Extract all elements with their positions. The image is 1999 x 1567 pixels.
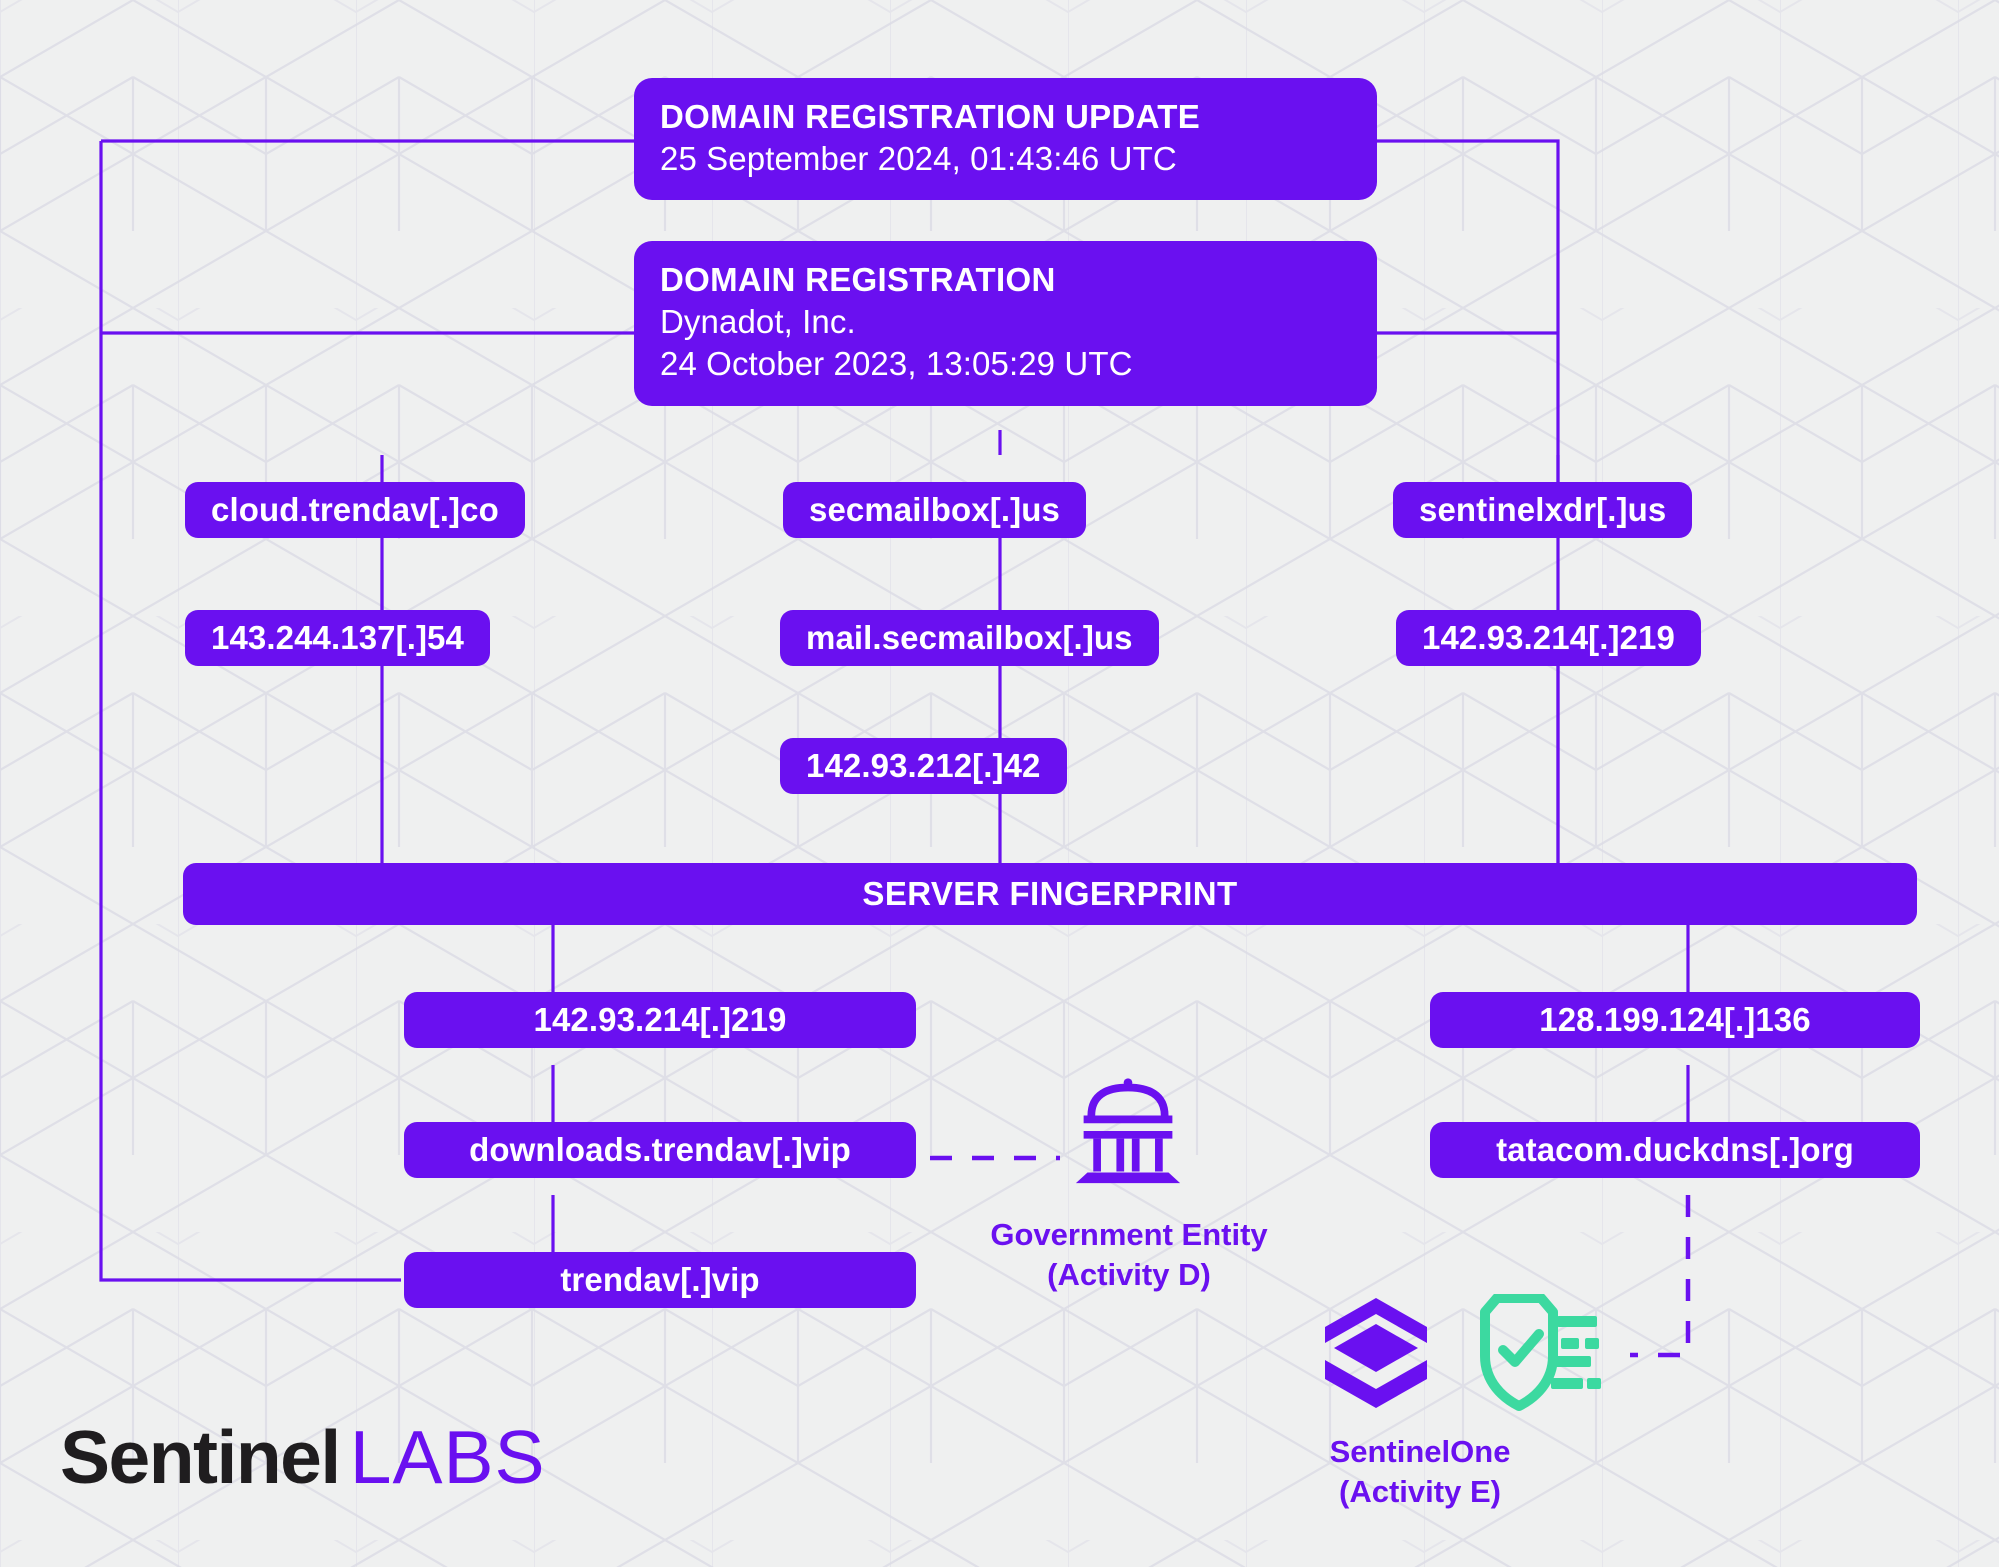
server-fingerprint-banner: SERVER FINGERPRINT [183,863,1917,925]
registration-update-timestamp: 25 September 2024, 01:43:46 UTC [660,140,1177,178]
node-sentinelxdr: sentinelxdr[.]us [1393,482,1693,538]
node-ip-143-label: 143.244.137[.]54 [211,619,464,656]
domain-registration-update-box: DOMAIN REGISTRATION UPDATE 25 September … [634,78,1377,201]
node-ip-128-199-label: 128.199.124[.]136 [1539,1001,1811,1038]
node-mail-secmailbox: mail.secmailbox[.]us [780,610,1159,666]
registration-timestamp: 24 October 2023, 13:05:29 UTC [660,345,1133,383]
node-cloud-trendav: cloud.trendav[.]co [185,482,525,538]
node-ip-142-214-top-label: 142.93.214[.]219 [1422,619,1675,656]
node-ip-143-244-137-54: 143.244.137[.]54 [185,610,490,666]
node-downloads-trendav-label: downloads.trendav[.]vip [469,1131,851,1168]
sentinel-labs-logo: Sentinel LABS [60,1414,546,1500]
registration-registrar: Dynadot, Inc. [660,303,856,341]
node-downloads-trendav: downloads.trendav[.]vip [404,1122,916,1178]
registration-title: DOMAIN REGISTRATION [660,261,1056,298]
government-entity-activity: (Activity D) [1047,1257,1211,1293]
node-ip-142-93-214-219-right: 142.93.214[.]219 [1396,610,1701,666]
brand-name-secondary: LABS [349,1415,546,1499]
node-trendav: trendav[.]vip [404,1252,916,1308]
server-fingerprint-label: SERVER FINGERPRINT [862,875,1238,912]
registration-update-title: DOMAIN REGISTRATION UPDATE [660,98,1201,135]
sentinelone-name: SentinelOne [1329,1434,1511,1469]
shield-check-icon [1465,1293,1601,1418]
node-cloud-trendav-label: cloud.trendav[.]co [211,491,499,528]
government-building-icon [1070,1075,1186,1185]
node-mail-secmailbox-label: mail.secmailbox[.]us [806,619,1133,656]
government-entity-label: Government Entity (Activity D) [940,1215,1318,1296]
node-tatacom-duckdns: tatacom.duckdns[.]org [1430,1122,1920,1178]
node-secmailbox-label: secmailbox[.]us [809,491,1060,528]
node-sentinelxdr-label: sentinelxdr[.]us [1419,491,1667,528]
node-ip-142-93-214-219-left: 142.93.214[.]219 [404,992,916,1048]
brand-name-primary: Sentinel [60,1415,341,1499]
sentinelone-label: SentinelOne (Activity E) [1230,1432,1610,1513]
node-ip-142-212-label: 142.93.212[.]42 [806,747,1041,784]
node-ip-142-214-bottom-label: 142.93.214[.]219 [533,1001,787,1038]
node-ip-142-93-212-42: 142.93.212[.]42 [780,738,1067,794]
node-ip-128-199-124-136: 128.199.124[.]136 [1430,992,1920,1048]
sentinelone-activity: (Activity E) [1339,1474,1501,1510]
node-secmailbox: secmailbox[.]us [783,482,1086,538]
government-entity-name: Government Entity [990,1217,1268,1252]
sentinelone-logo-icon [1323,1296,1429,1414]
domain-registration-box: DOMAIN REGISTRATION Dynadot, Inc. 24 Oct… [634,241,1377,406]
node-tatacom-label: tatacom.duckdns[.]org [1496,1131,1854,1168]
node-trendav-label: trendav[.]vip [560,1261,760,1298]
